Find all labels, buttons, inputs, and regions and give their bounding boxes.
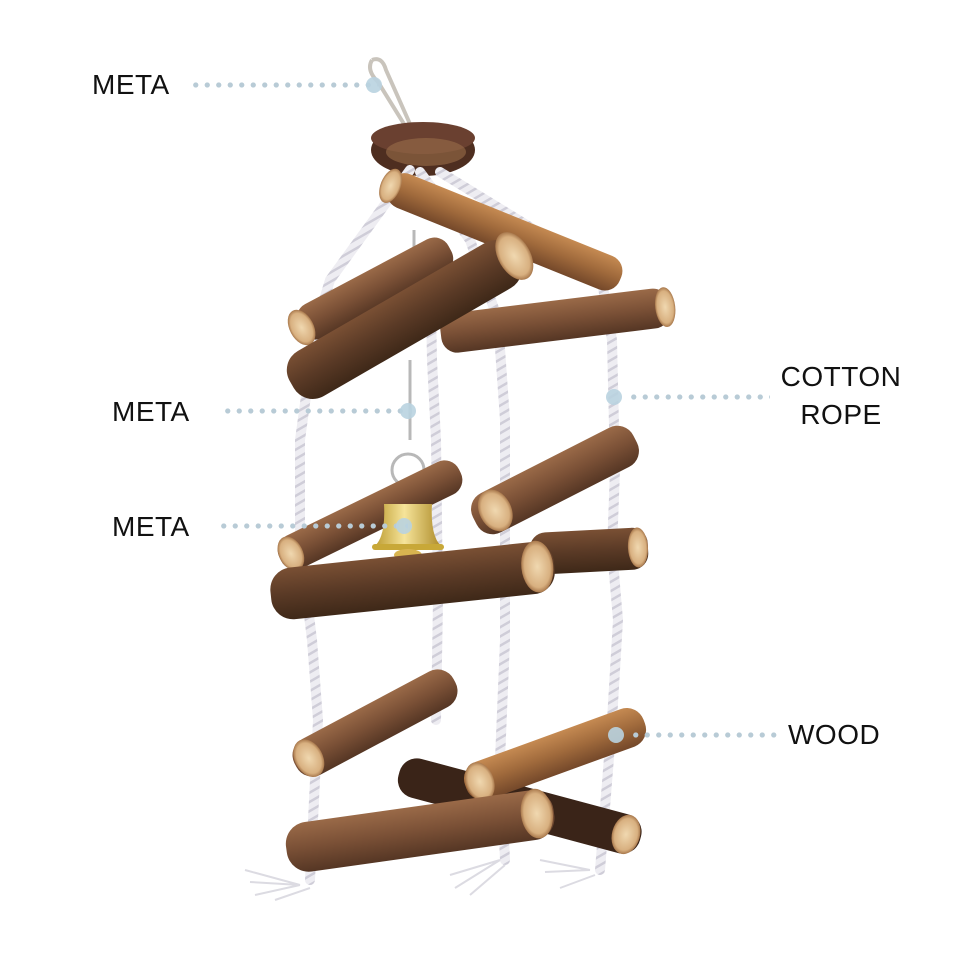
leader-endpoint xyxy=(366,77,382,93)
annotation-chain-leader xyxy=(222,403,416,419)
annotation-hook-leader xyxy=(190,77,382,93)
leader-endpoint xyxy=(606,389,622,405)
annotation-rope-line2: ROPE xyxy=(800,399,882,430)
leader-endpoint xyxy=(608,727,624,743)
top-wooden-disc xyxy=(371,122,475,176)
annotation-chain-label: META xyxy=(112,396,190,427)
leader-endpoint xyxy=(396,518,412,534)
annotation-bell-leader xyxy=(218,518,412,534)
annotation-rope-line1: COTTON xyxy=(780,361,902,392)
rope-fringe xyxy=(244,859,596,901)
dotted-line xyxy=(222,408,412,414)
leader-endpoint xyxy=(400,403,416,419)
dotted-line xyxy=(628,394,770,400)
annotation-wood-label: WOOD xyxy=(788,719,881,750)
annotation-rope-leader xyxy=(606,389,770,405)
dotted-line xyxy=(190,82,378,88)
wooden-perches xyxy=(270,168,676,872)
dotted-line xyxy=(218,523,408,529)
dotted-line xyxy=(630,732,780,738)
annotation-rope-label: COTTON ROPE xyxy=(772,358,910,434)
annotation-hook-label: META xyxy=(92,69,170,100)
annotation-wood-leader xyxy=(608,727,780,743)
annotation-bell-label: META xyxy=(112,511,190,542)
